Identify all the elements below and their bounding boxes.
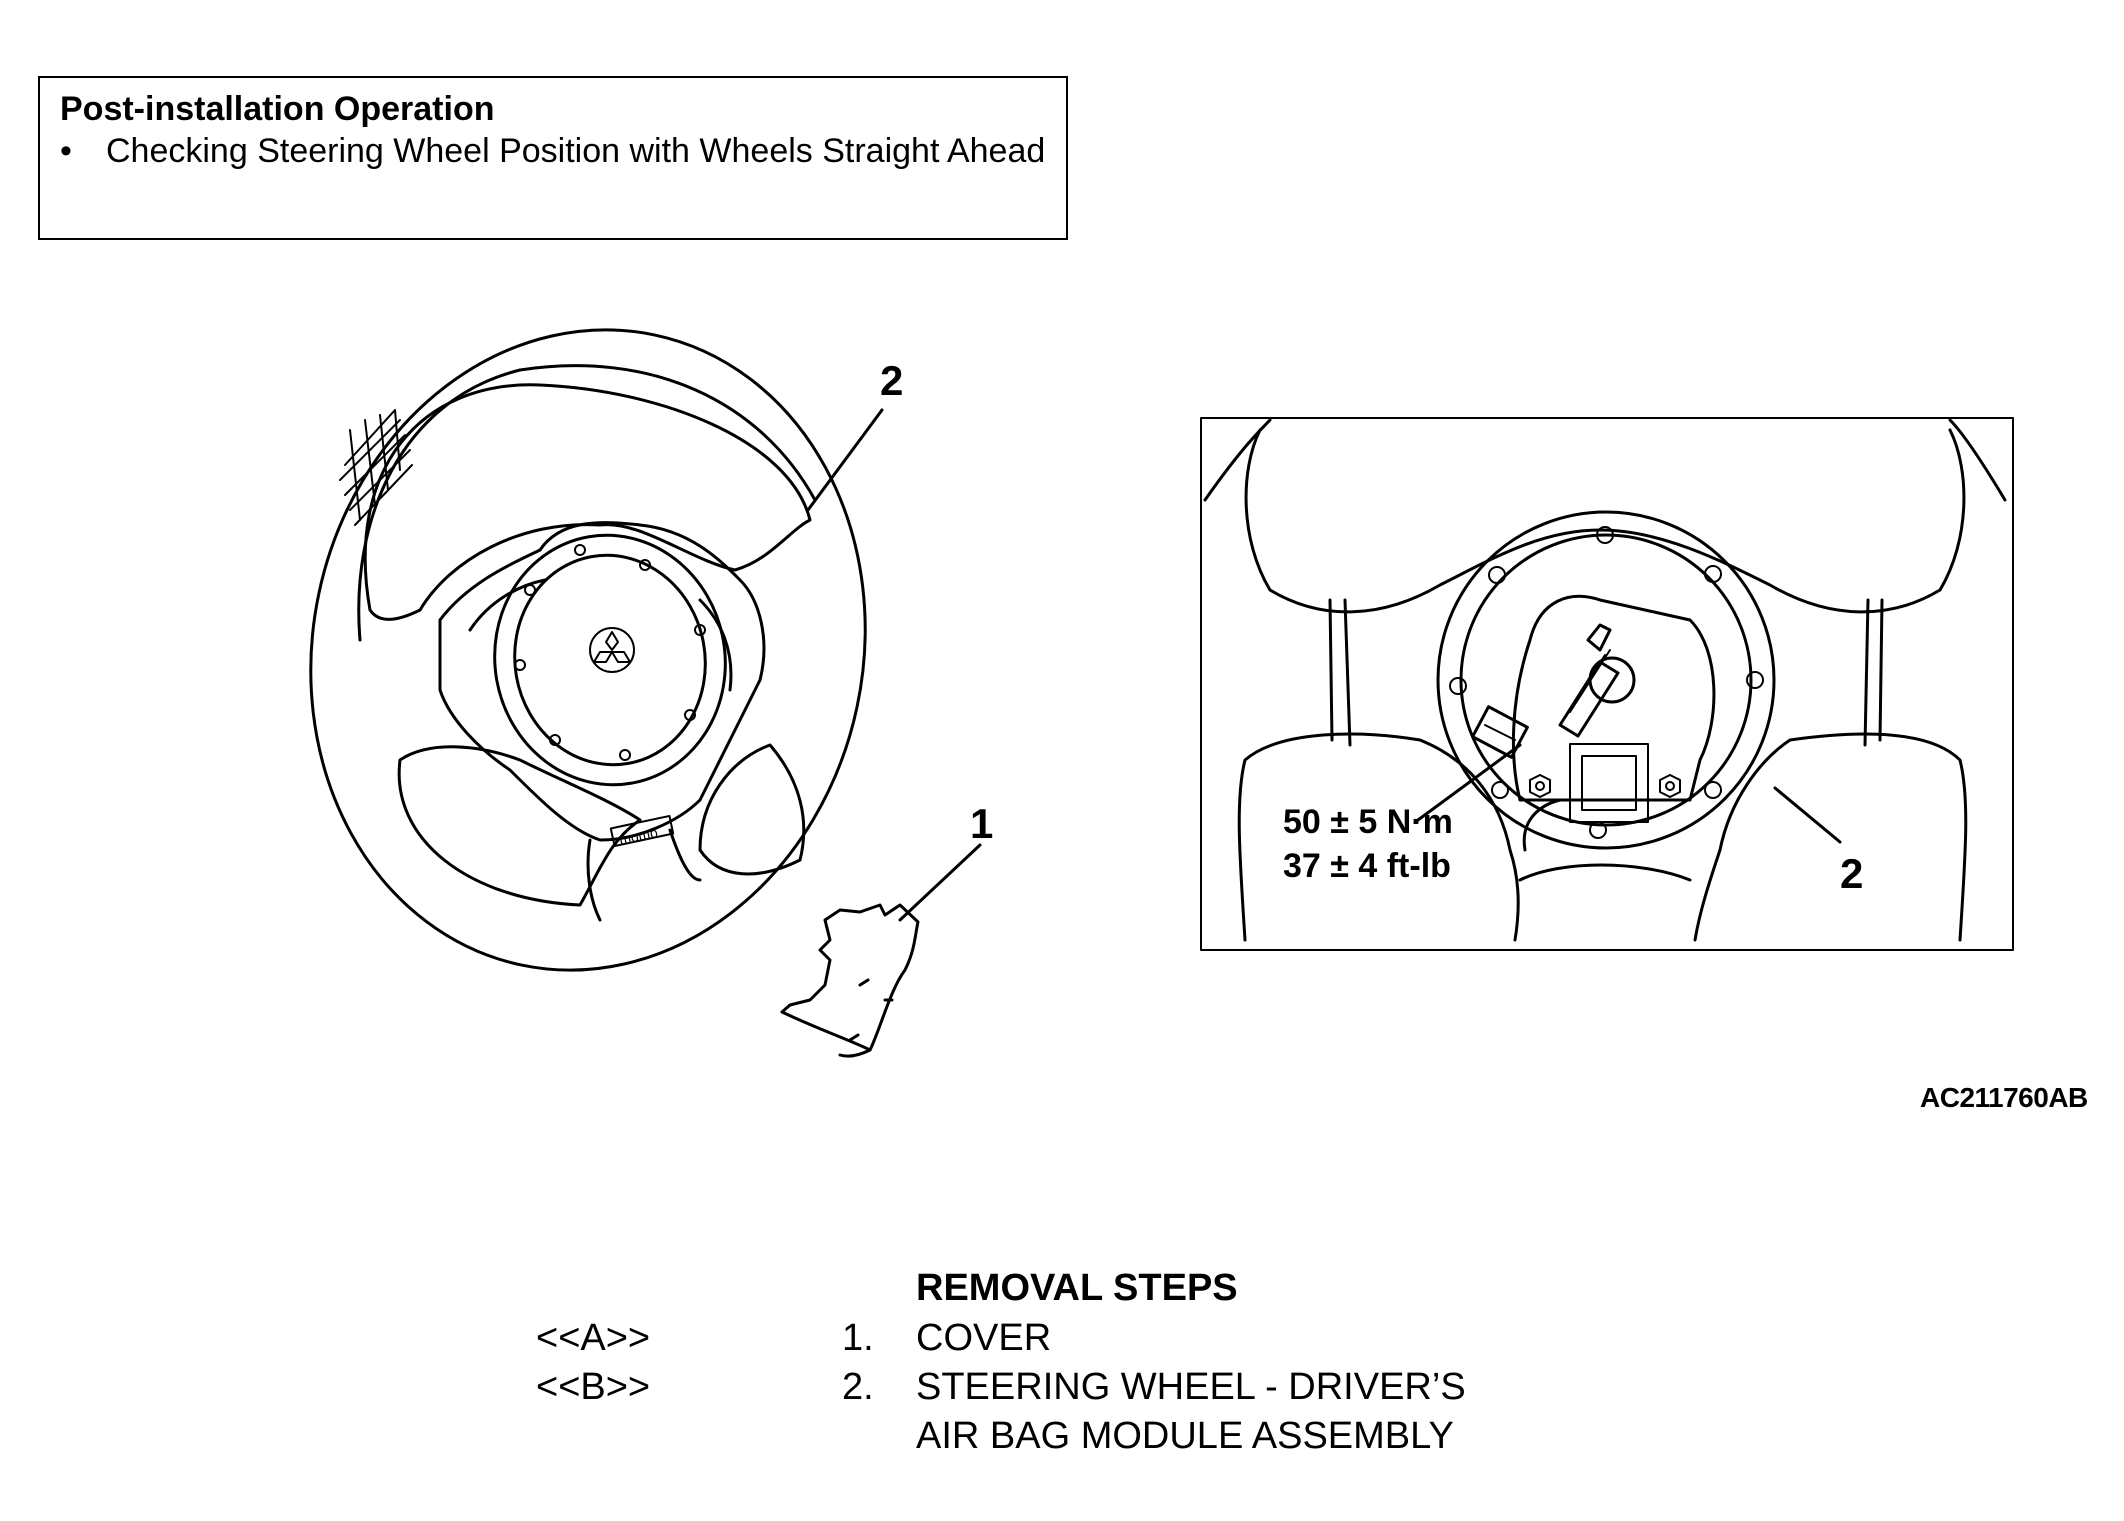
grip-texture: [339, 409, 413, 526]
steering-wheel-drawing: momo: [309, 328, 867, 972]
bolt-icon: [1471, 649, 1620, 759]
torque-metric: 50 ± 5 N·m: [1283, 803, 1453, 841]
detail-view: [1200, 417, 2014, 951]
cover-drawing: [780, 903, 920, 1058]
callout-2-detail: 2: [1840, 850, 1863, 897]
emblem-icon: [589, 627, 635, 673]
callout-1-cover: 1: [970, 800, 993, 847]
leader-line-1: [898, 843, 982, 922]
leader-line-detail-2: [1773, 786, 1842, 844]
post-installation-item-text: Checking Steering Wheel Position with Wh…: [106, 132, 1046, 170]
post-installation-box: Post-installation Operation • Checking S…: [38, 76, 1068, 240]
momo-label: momo: [618, 824, 660, 848]
torque-imperial: 37 ± 4 ft-lb: [1283, 847, 1451, 885]
post-installation-item: • Checking Steering Wheel Position with …: [60, 130, 1046, 172]
callout-2-wheel: 2: [880, 357, 903, 404]
torque-leader-line: [1416, 743, 1522, 822]
post-installation-title: Post-installation Operation: [60, 90, 495, 128]
nut-icon: [1529, 774, 1681, 798]
figure-id: AC211760AB: [1920, 1082, 2088, 1113]
leader-line-2: [806, 408, 884, 512]
bullet-icon: •: [60, 132, 72, 170]
